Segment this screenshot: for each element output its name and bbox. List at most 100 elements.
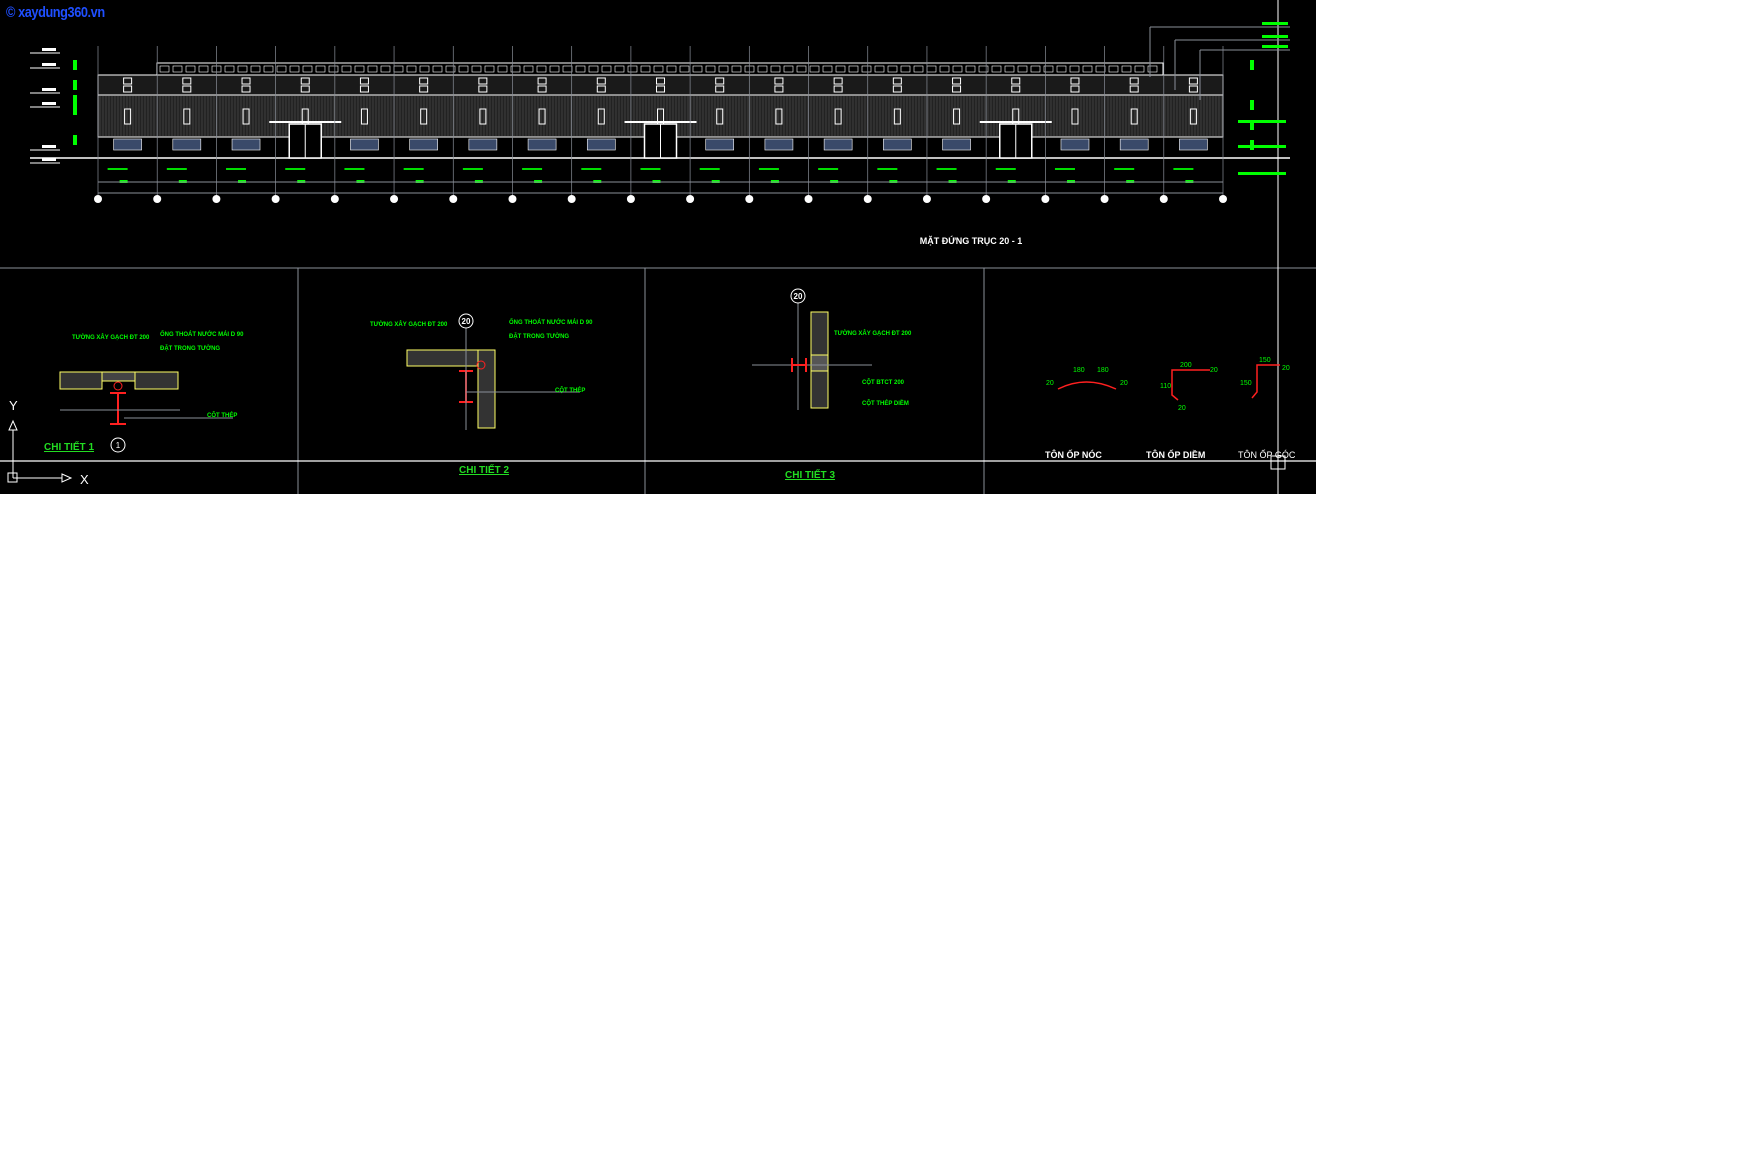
parapet-panel [1147,65,1158,73]
high-window [360,108,368,125]
dim-label: 180 [1097,367,1109,374]
level-dimension [73,135,77,145]
dim-label: 110 [1160,383,1171,390]
parapet-panel [783,65,794,73]
dimension-text [758,168,779,170]
vent-window [952,77,962,85]
parapet-panel [1134,65,1145,73]
parapet-panel [159,65,170,73]
detail-2-title: CHI TIẾT 2 [459,463,509,476]
vent-window [241,77,251,85]
grid-axis-marker [1100,195,1109,203]
high-window [953,108,961,125]
vent-window [656,85,665,93]
dimension-text [107,168,128,170]
vent-window [123,77,133,85]
detail-2-label-pipe: ỐNG THOÁT NƯỚC MÁI D 90 [509,318,593,326]
ucs-icon: X Y [7,398,89,487]
vent-window [774,77,784,85]
window [705,138,735,151]
parapet-panel [289,65,300,73]
grid-axis-marker [626,195,635,203]
parapet-panel [1017,65,1028,73]
parapet-panel [315,65,326,73]
parapet-panel [393,65,404,73]
watermark-logo: © xaydung360.vn [6,4,105,21]
grid-axis-marker [271,195,280,203]
high-window [775,108,783,125]
grid-axis-marker [686,195,695,203]
window [1119,138,1149,151]
vent-window [537,77,547,85]
high-window [1071,108,1079,125]
vent-window [419,77,429,85]
high-window [1130,108,1138,125]
vent-window [774,85,784,93]
grid-axis-marker [1219,195,1227,203]
vent-window [1011,77,1021,85]
vent-window [892,77,902,85]
parapet-panel [419,65,430,73]
detail-3-label-rc-column: CỘT BTCT 200 [862,378,905,386]
window [1060,138,1090,151]
grid-axis-marker [94,195,102,203]
vent-window [833,85,843,93]
parapet-panel [367,65,378,73]
parapet-panel [588,65,599,73]
detail-2: 20 TƯỜNG XÂY GẠCH ĐT 200 ỐNG THOÁT NƯỚC … [370,313,593,476]
parapet-panel [835,65,846,73]
dim-label: 150 [1240,380,1252,387]
parapet-panel [900,65,911,73]
window [409,138,438,151]
detail-3-label-steel: CỘT THÉP DIỀM [862,399,909,407]
parapet-panel [718,65,729,73]
vent-window [241,85,251,93]
elevation-drawing [30,22,1290,203]
parapet-panel [913,65,924,73]
parapet-panel [614,65,625,73]
grid-axis-marker [745,195,754,203]
parapet-panel [562,65,573,73]
dimension-text [522,168,543,170]
dim-label: 20 [1282,365,1290,372]
window [764,138,794,151]
dim-label: 20 [1120,380,1128,387]
level-dimension [1250,100,1254,110]
crosshair-pickbox [1270,455,1286,470]
grid-axis-marker [1041,195,1050,203]
high-window [597,108,605,125]
parapet-panel [1121,65,1132,73]
vent-window [833,77,843,85]
parapet-panel [978,65,989,73]
detail-1: 1 TƯỜNG XÂY GẠCH ĐT 200 ỐNG THOÁT NƯỚC M… [44,330,244,453]
dimension-text [995,168,1016,170]
grid-axis-marker [982,195,991,203]
annotation-text [1238,172,1286,175]
profile-title-ridge: TÔN ỐP NÓC [1045,449,1102,460]
high-window [538,108,546,125]
window [350,138,379,151]
parapet-panel [848,65,859,73]
parapet-panel [302,65,313,73]
parapet-panel [640,65,651,73]
vent-window [952,85,962,93]
parapet-panel [536,65,547,73]
parapet-panel [874,65,885,73]
roof-parapet [156,62,1164,76]
vent-window [596,85,606,93]
grid-axis-marker [449,195,458,203]
parapet-panel [731,65,742,73]
detail-1-label-pipe: ỐNG THOÁT NƯỚC MÁI D 90 [160,330,244,338]
vent-window [359,85,369,93]
detail-1-title: CHI TIẾT 1 [44,440,94,453]
vent-window [182,77,192,85]
level-text [42,158,56,161]
cad-viewport[interactable]: MẶT ĐỨNG TRỤC 20 - 1 1 TƯỜNG XÂY GẠCH ĐT… [0,0,1316,494]
cad-drawing-canvas[interactable]: MẶT ĐỨNG TRỤC 20 - 1 1 TƯỜNG XÂY GẠCH ĐT… [0,0,1316,494]
vent-window [300,85,310,93]
parapet-panel [471,65,482,73]
axis-bubble-label: 20 [794,292,803,301]
parapet-panel [380,65,391,73]
annotation-text [1238,120,1286,123]
vent-window [300,77,310,85]
